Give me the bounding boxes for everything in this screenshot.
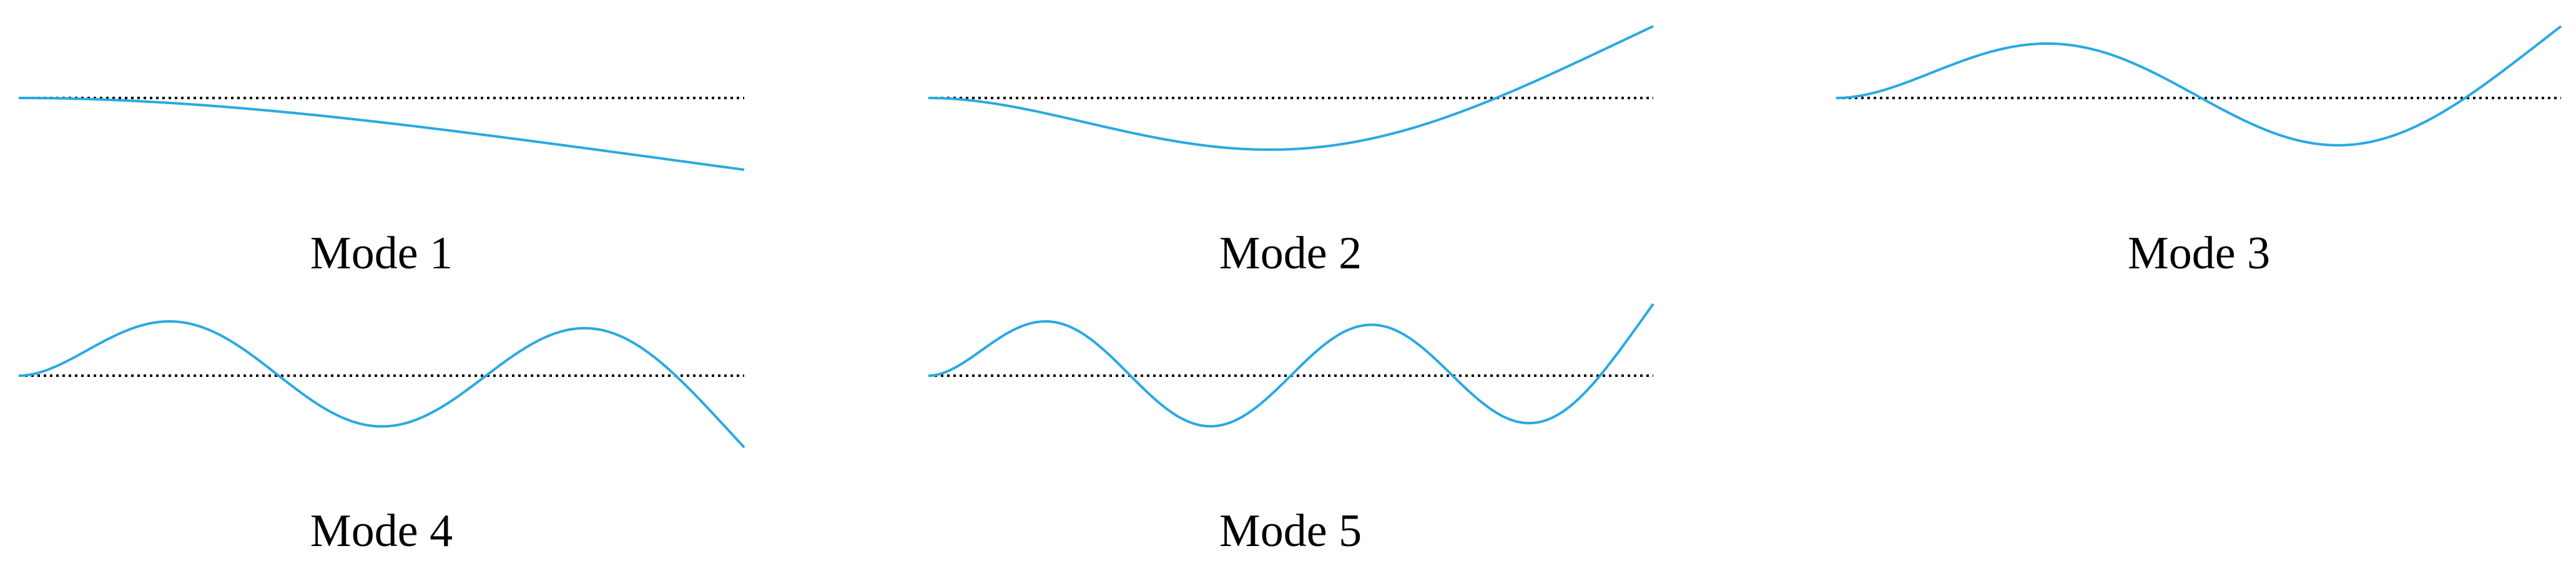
mode-2-curve <box>928 25 1654 151</box>
mode-panel-3: Mode 3 <box>1836 25 2562 279</box>
mode-2-label: Mode 2 <box>1219 228 1362 279</box>
mode-5-label: Mode 5 <box>1219 505 1362 557</box>
mode-5-curve <box>928 303 1654 428</box>
mode-1-label: Mode 1 <box>310 228 453 279</box>
mode-4-curve <box>19 320 745 449</box>
mode-3-curve <box>1836 25 2562 147</box>
mode-panel-4: Mode 4 <box>19 320 745 557</box>
mode-panel-1: Mode 1 <box>19 97 745 279</box>
mode-3-label: Mode 3 <box>2128 228 2270 279</box>
mode-panel-5: Mode 5 <box>928 303 1654 557</box>
mode-panel-2: Mode 2 <box>928 25 1654 279</box>
mode-4-label: Mode 4 <box>310 505 453 557</box>
mode-1-curve <box>19 97 745 171</box>
